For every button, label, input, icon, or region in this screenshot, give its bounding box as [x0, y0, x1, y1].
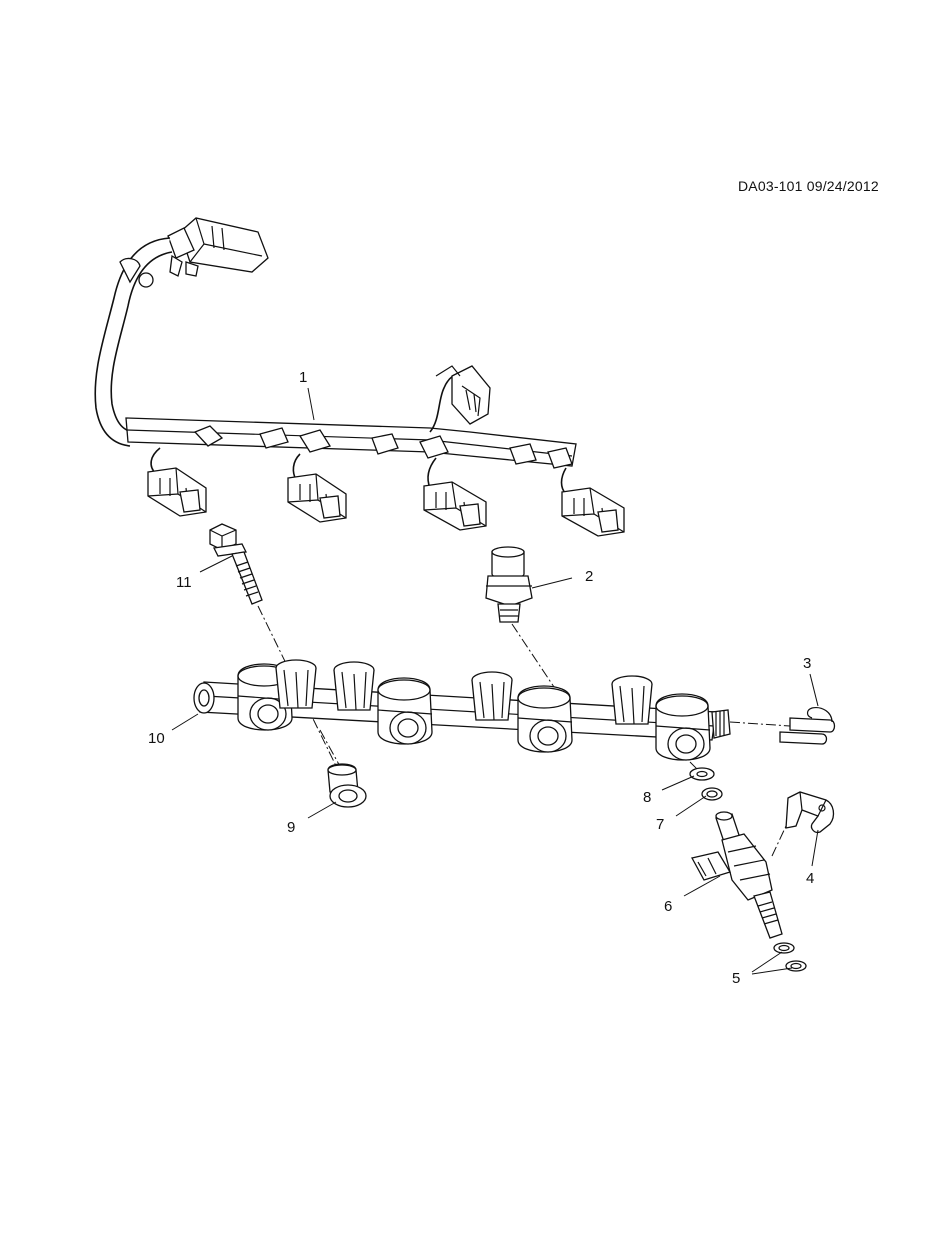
callout-2: 2 [585, 568, 593, 585]
rail-injector-cup-2 [377, 677, 433, 745]
rail-injector-cup-4 [655, 693, 711, 761]
fuel-injector [691, 811, 783, 939]
callout-3: 3 [803, 655, 811, 672]
injector-axis [689, 761, 701, 773]
fuel-rail [193, 659, 731, 761]
connector-pipe [779, 707, 836, 745]
fuel-pressure-sensor [485, 546, 533, 623]
callout-7: 7 [656, 816, 664, 833]
callout-8: 8 [643, 789, 651, 806]
callout-5: 5 [732, 970, 740, 987]
seal-washer [689, 767, 715, 781]
rail-boss-1 [275, 659, 317, 709]
callout-10: 10 [148, 730, 165, 747]
rail-boss-4 [611, 675, 653, 725]
rail-boss-3 [471, 671, 513, 721]
callout-6: 6 [664, 898, 672, 915]
injector-connector-3 [423, 481, 487, 531]
injector-seals [773, 942, 807, 972]
callout-11: 11 [176, 574, 192, 591]
harness-main-connector [167, 217, 269, 277]
injector-connector-4 [561, 487, 625, 537]
callout-4: 4 [806, 870, 814, 887]
clip-axis [771, 825, 787, 857]
pipe-axis [729, 721, 791, 727]
page-code: DA03-101 09/24/2012 [738, 178, 879, 194]
rail-boss-2 [333, 661, 375, 711]
rail-injector-cup-3 [517, 685, 573, 753]
sensor-axis [511, 623, 557, 691]
leader-lines [171, 387, 819, 975]
retainer-clip [785, 791, 835, 834]
rail-bolt [209, 523, 263, 605]
wiring-harness [94, 217, 625, 537]
callout-1: 1 [299, 369, 307, 386]
rail-spacer [327, 763, 367, 808]
spacer-axis [319, 729, 343, 771]
injector-connector-1 [147, 467, 207, 517]
injector-connector-2 [287, 473, 347, 523]
callout-9: 9 [287, 819, 295, 836]
o-ring [701, 787, 723, 801]
